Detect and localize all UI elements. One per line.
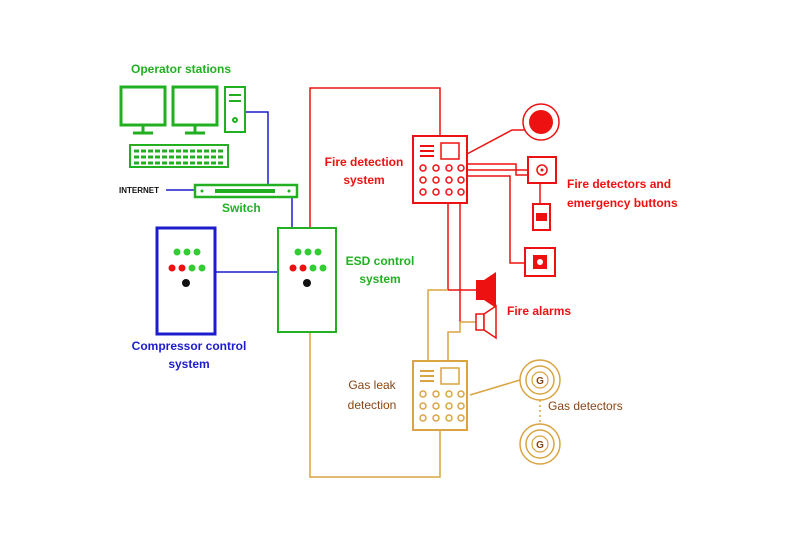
gas-detector-lower-icon: G bbox=[519, 423, 561, 465]
fire-detectors-label-1: Fire detectors and bbox=[567, 177, 672, 191]
internet-label: INTERNET bbox=[119, 186, 159, 195]
monitor-left-icon bbox=[119, 85, 167, 135]
switch-device-icon bbox=[193, 183, 299, 199]
fire-detection-panel bbox=[412, 135, 468, 204]
esd-cabinet bbox=[277, 227, 337, 333]
fire-alarm-horn-red-icon bbox=[476, 272, 496, 308]
computer-tower-icon bbox=[224, 86, 246, 133]
gas-detector-upper-icon: G bbox=[519, 359, 561, 401]
operator-stations-label: Operator stations bbox=[131, 62, 232, 76]
compressor-cabinet bbox=[155, 226, 217, 336]
gas-detector-symbol-lower: G bbox=[536, 440, 544, 451]
fire-detector-round-icon bbox=[522, 103, 560, 141]
gas-leak-panel bbox=[412, 360, 468, 431]
keyboard-icon bbox=[129, 144, 229, 168]
fire-detection-label-1: Fire detection bbox=[324, 155, 404, 169]
fire-alarm-horn-outline-icon bbox=[475, 304, 497, 340]
gas-leak-label-2: detection bbox=[347, 398, 397, 412]
gas-detectors-label: Gas detectors bbox=[548, 399, 623, 413]
compressor-control-label-2: system bbox=[168, 357, 210, 371]
emergency-button-icon bbox=[527, 156, 557, 184]
gas-leak-label-1: Gas leak bbox=[348, 378, 396, 392]
gold-gas-lines bbox=[309, 289, 541, 478]
compressor-control-label-1: Compressor control bbox=[131, 339, 247, 353]
gas-detector-symbol-upper: G bbox=[536, 376, 544, 387]
switch-label: Switch bbox=[222, 201, 261, 215]
emergency-button-lower-icon bbox=[524, 247, 556, 277]
operator-stations bbox=[119, 85, 246, 168]
fire-detectors-label-2: emergency buttons bbox=[567, 196, 678, 210]
monitor-right-icon bbox=[171, 85, 219, 135]
manual-call-point-icon bbox=[532, 203, 551, 231]
fire-alarms-label: Fire alarms bbox=[507, 304, 572, 318]
esd-control-label-2: system bbox=[359, 272, 401, 286]
fire-detection-label-2: system bbox=[343, 173, 385, 187]
esd-control-label-1: ESD control bbox=[345, 254, 415, 268]
